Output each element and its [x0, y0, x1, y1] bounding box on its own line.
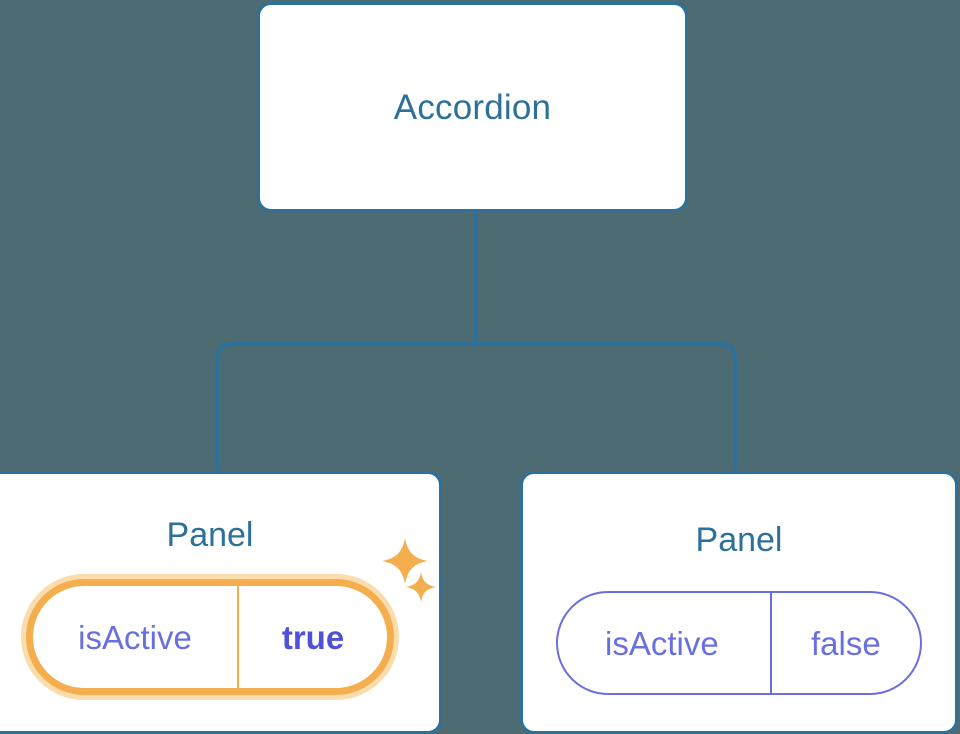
- prop-pill-active[interactable]: isActive true: [26, 579, 394, 695]
- node-accordion[interactable]: Accordion: [257, 2, 688, 212]
- prop-pill-glow: [21, 574, 399, 700]
- prop-value-true: true: [237, 586, 387, 688]
- node-panel-active-label: Panel: [166, 516, 254, 554]
- node-panel-inactive-label: Panel: [695, 521, 783, 559]
- prop-pill-inactive[interactable]: isActive false: [556, 591, 922, 695]
- node-panel-active[interactable]: Panel isActive true: [0, 471, 442, 734]
- node-panel-inactive[interactable]: Panel isActive false: [520, 471, 958, 734]
- prop-key-isactive: isActive: [604, 624, 719, 662]
- node-accordion-label: Accordion: [393, 87, 552, 127]
- prop-value-false: false: [769, 593, 920, 693]
- connector-branch-bus: [215, 342, 737, 472]
- prop-key-isactive: isActive: [78, 618, 192, 656]
- prop-pill-active-wrapper[interactable]: isActive true: [21, 574, 399, 700]
